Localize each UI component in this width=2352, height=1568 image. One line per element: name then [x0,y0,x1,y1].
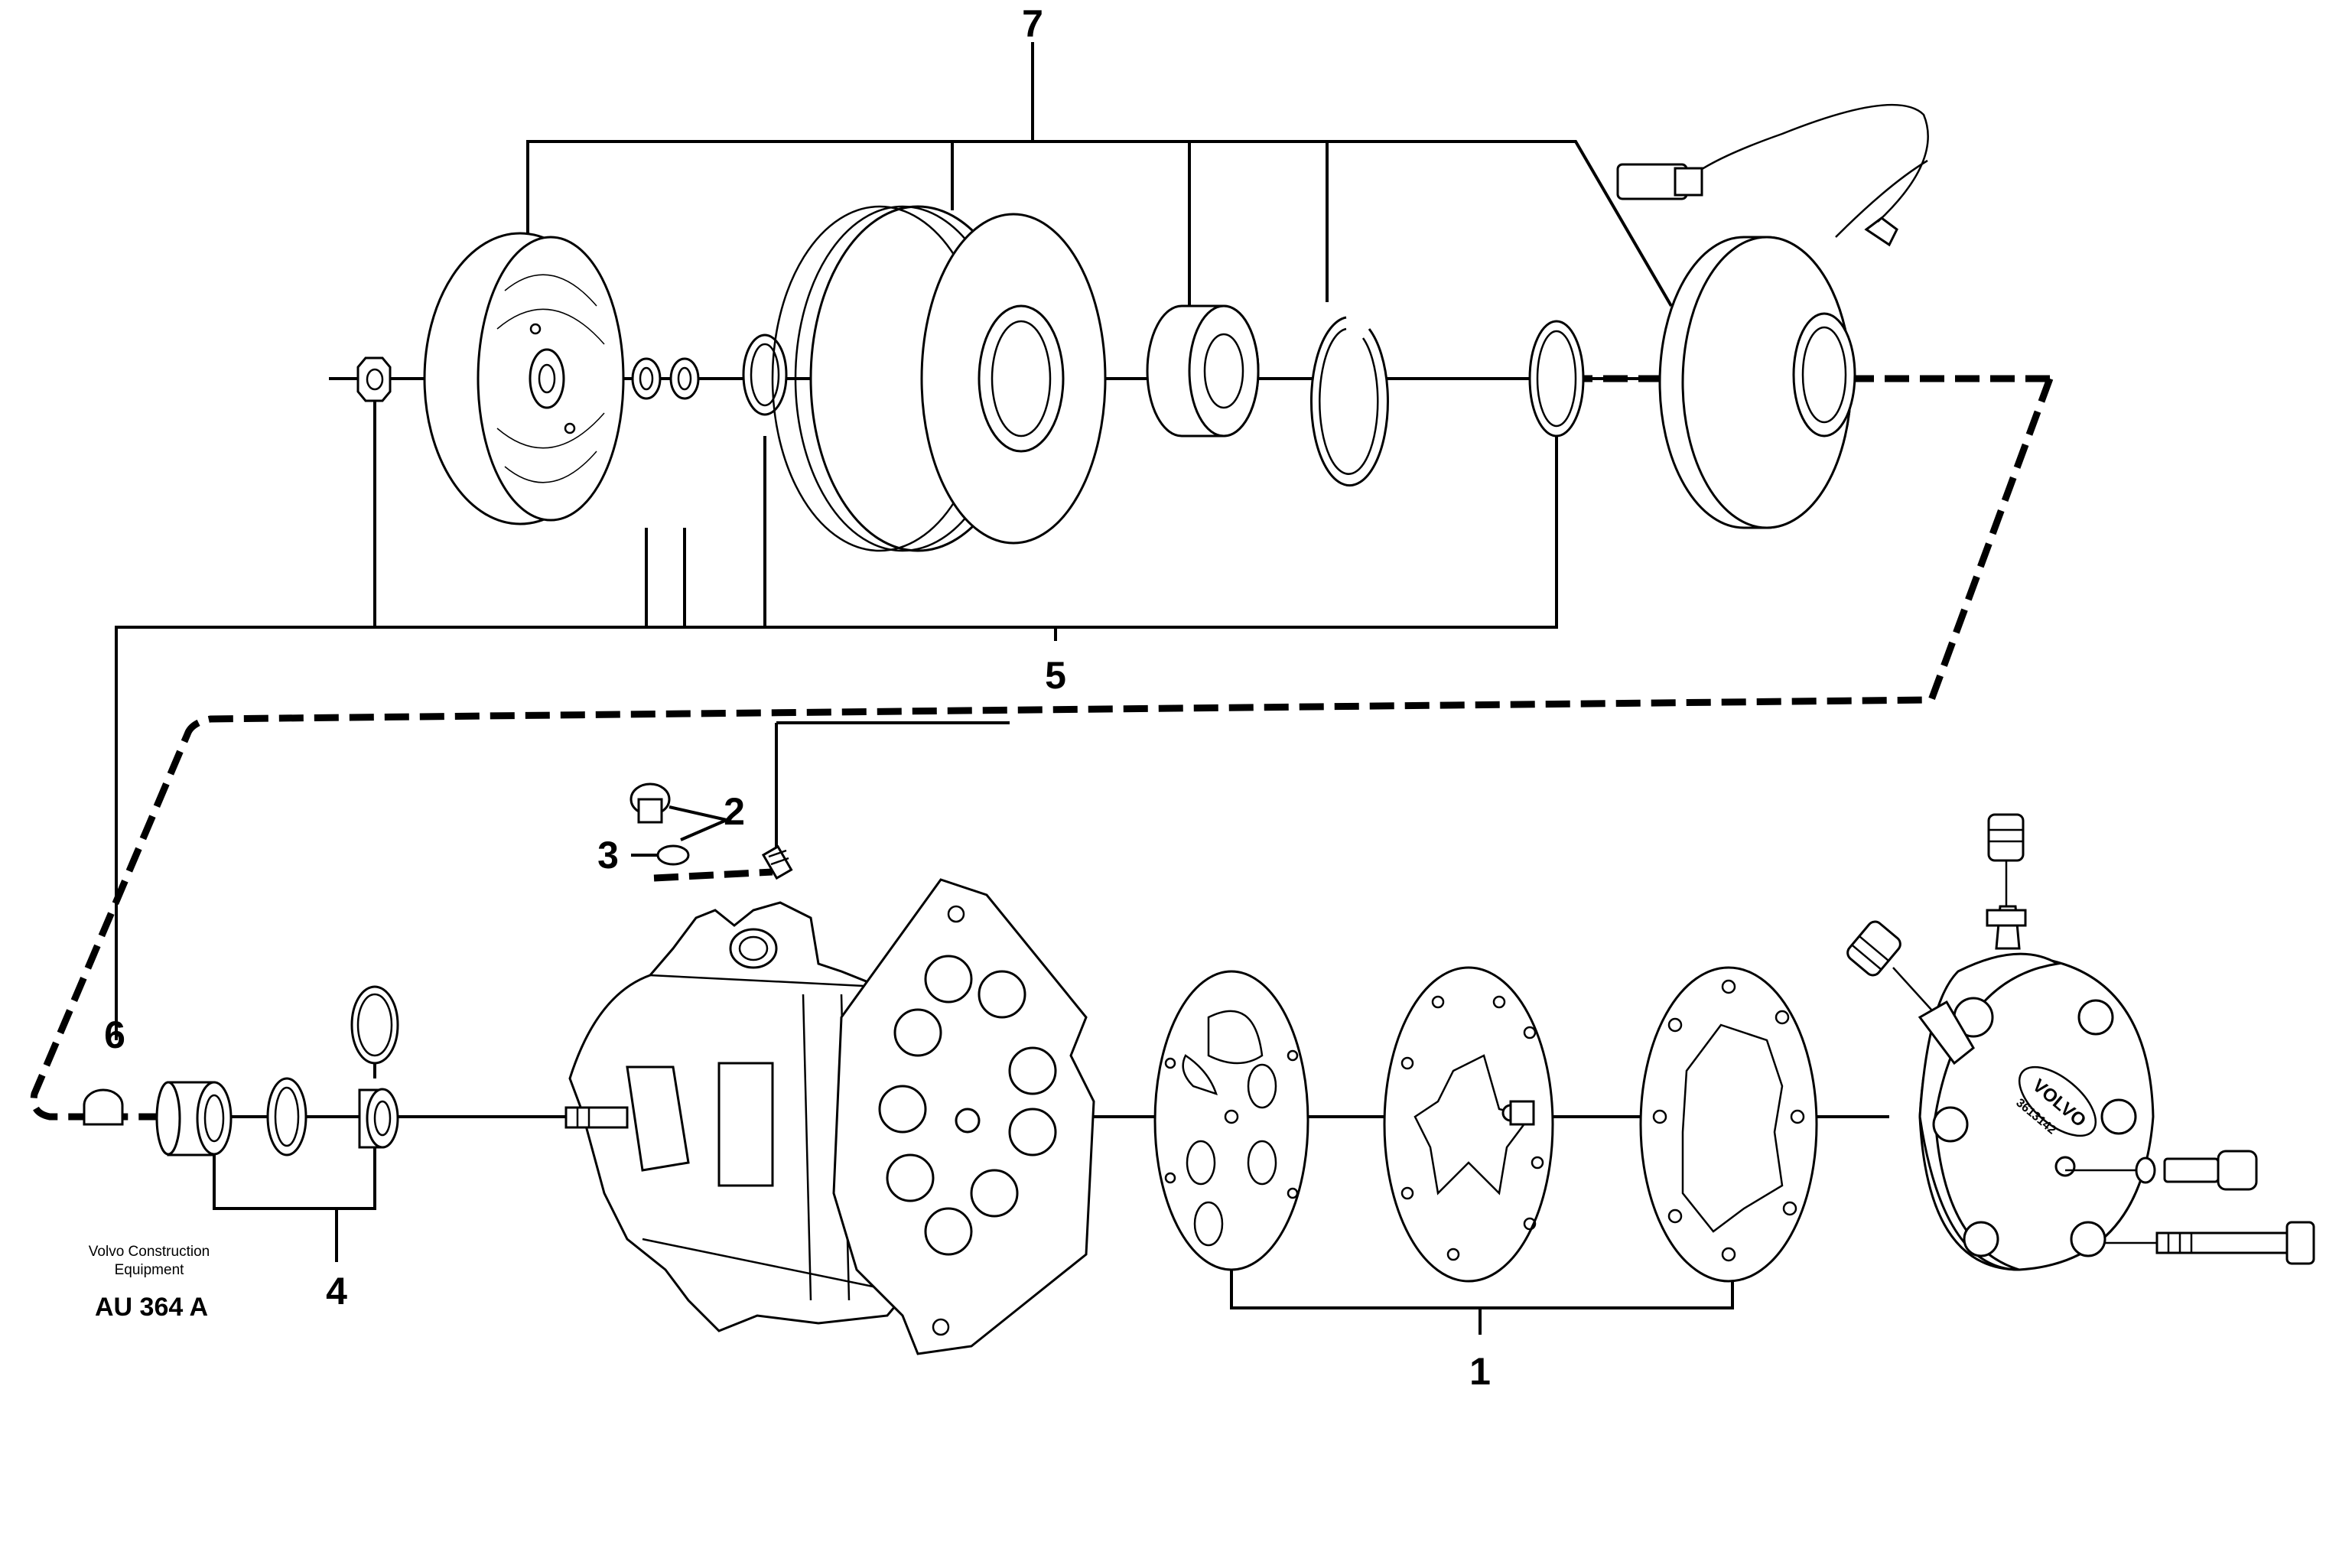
fill-plug [629,782,671,824]
cap [83,1088,124,1126]
set-screw [761,844,793,880]
shaft-seal [155,1081,233,1156]
pulley [771,205,1107,552]
bearing [1146,304,1260,438]
hex-nut [356,356,392,402]
snap-ring-2 [1309,316,1389,487]
bracket-lines [115,42,1734,1335]
callout-1: 1 [1469,1350,1491,1393]
callout-6: 6 [104,1013,125,1056]
caption-company-line1: Volvo Construction [89,1244,210,1260]
long-bolt [2103,1221,2315,1265]
caption-company-line2: Equipment [115,1262,185,1278]
plug-o-ring [656,844,690,866]
coil-wire-connector [1616,103,1929,247]
dashed-plug-line [653,868,773,882]
caption-code: AU 364 A [95,1293,208,1322]
callout-5: 5 [1045,654,1066,697]
shim-1 [631,357,662,400]
callout-3: 3 [597,834,619,877]
snap-ring-1 [742,333,788,416]
valve-plate [1383,966,1554,1283]
snap-ring-3 [1528,320,1585,438]
clutch-hub-plate [423,232,625,525]
dashed-link-line [30,377,2054,1121]
callout-2: 2 [724,790,745,833]
callout-7: 7 [1022,2,1043,45]
shim-2 [669,357,700,400]
rear-cover: VOLVO 3613142 [1846,813,2155,1271]
seal-seat [358,1088,399,1149]
bolt-with-washer [2065,1150,2258,1191]
valve-plate-gasket [1153,970,1309,1271]
head-gasket [1639,966,1818,1283]
snap-ring-lower [266,1077,307,1156]
compressor-body [564,901,919,1332]
o-ring [350,985,399,1065]
front-flange [832,878,1095,1355]
callout-4: 4 [326,1270,347,1313]
field-coil [1658,159,1928,529]
